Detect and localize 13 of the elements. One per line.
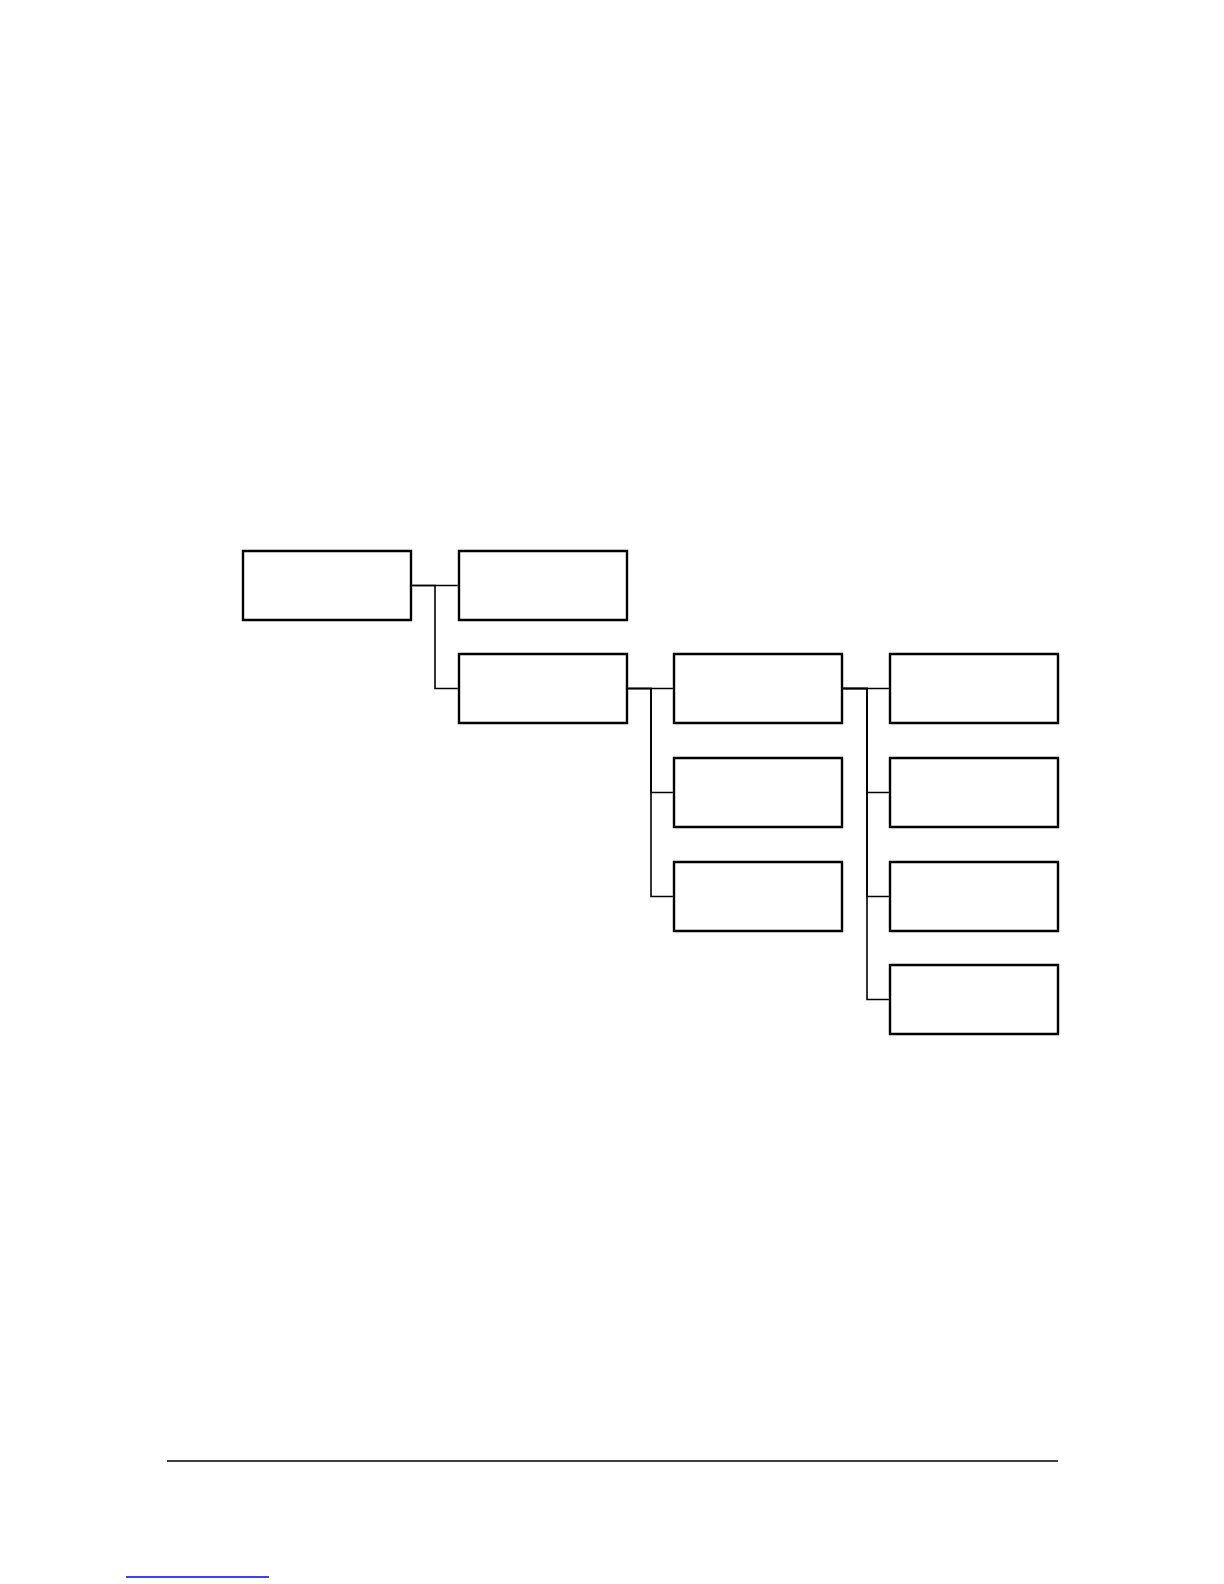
connector-line bbox=[411, 584, 459, 690]
connector-line bbox=[627, 687, 674, 898]
org-box bbox=[888, 756, 1060, 829]
org-box bbox=[457, 549, 629, 622]
org-box bbox=[888, 652, 1060, 725]
org-box bbox=[672, 860, 844, 933]
org-box bbox=[672, 756, 844, 829]
org-box bbox=[888, 860, 1060, 933]
org-box bbox=[672, 652, 844, 725]
org-box bbox=[888, 963, 1060, 1036]
org-box bbox=[457, 652, 629, 725]
org-box bbox=[241, 549, 413, 622]
connector-line bbox=[842, 687, 890, 1001]
